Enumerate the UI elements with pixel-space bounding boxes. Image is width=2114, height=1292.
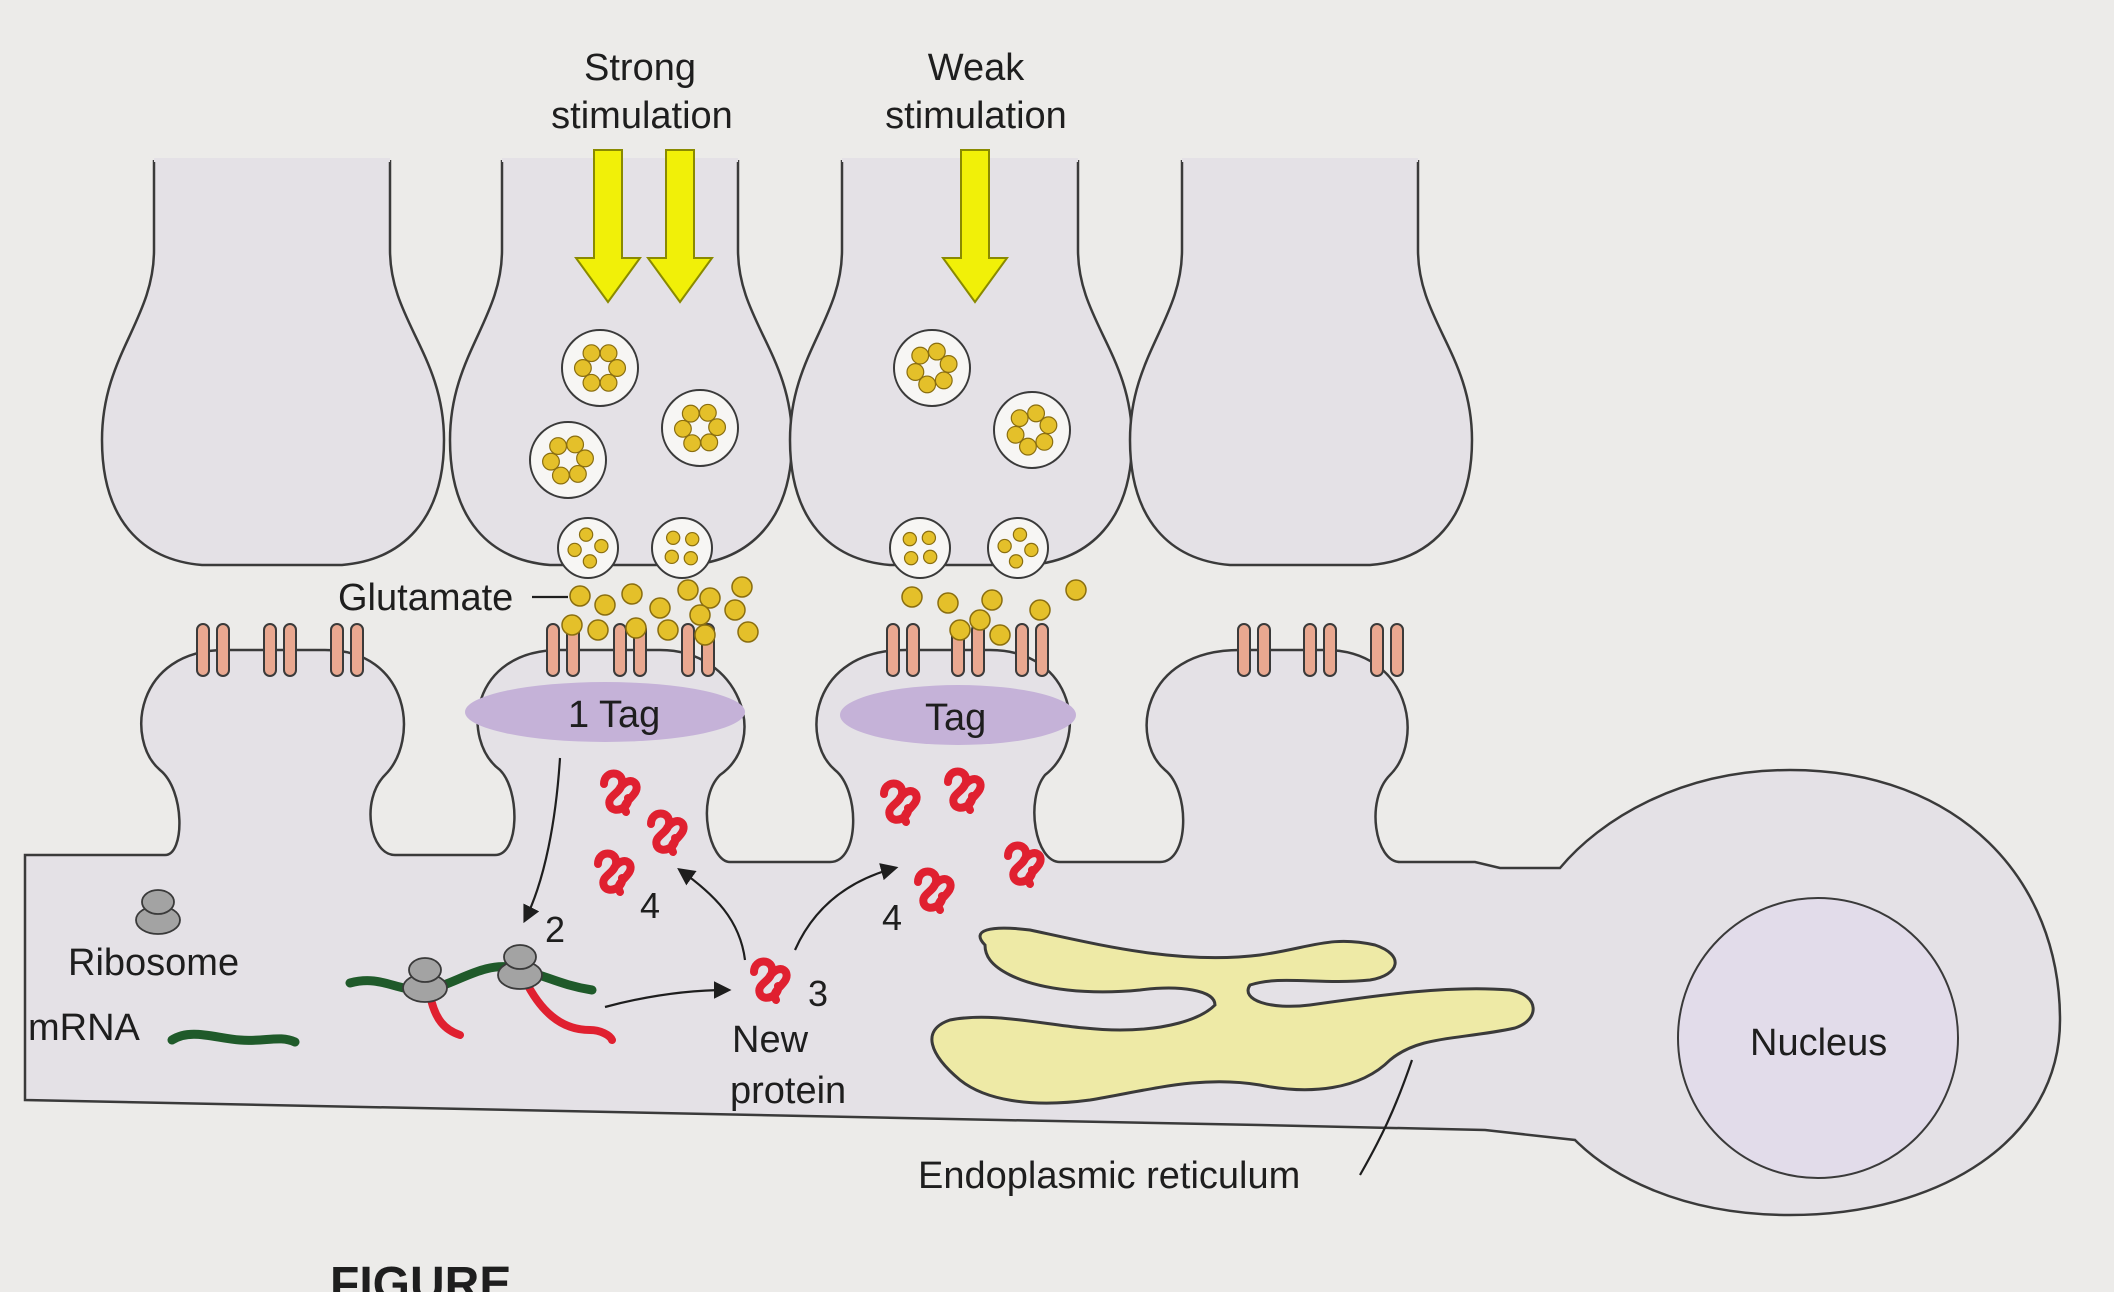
glutamate-molecule bbox=[989, 624, 1011, 646]
stimulation-arrow bbox=[646, 149, 714, 304]
terminal-4 bbox=[1128, 160, 1474, 567]
glutamate-molecule bbox=[969, 609, 991, 631]
tag-weak bbox=[840, 685, 1076, 745]
terminal-1 bbox=[100, 160, 446, 567]
endoplasmic-reticulum-label: Endoplasmic reticulum bbox=[918, 1155, 1300, 1197]
nucleus-label: Nucleus bbox=[1750, 1022, 1887, 1064]
glutamate-molecule bbox=[689, 604, 711, 626]
glutamate-receptor bbox=[1370, 623, 1404, 677]
stimulation-arrow bbox=[941, 149, 1009, 304]
glutamate-molecule bbox=[625, 617, 647, 639]
glutamate-molecule bbox=[724, 599, 746, 621]
glutamate-molecule bbox=[699, 587, 721, 609]
glutamate-molecule bbox=[569, 585, 591, 607]
synaptic-vesicle bbox=[889, 517, 951, 579]
weak-stimulation-line2: stimulation bbox=[885, 95, 1067, 137]
process-arrows bbox=[523, 595, 1414, 1176]
tag-weak-label: Tag bbox=[925, 697, 986, 739]
synaptic-vesicle bbox=[993, 391, 1071, 469]
mrna-legend-line bbox=[167, 1029, 300, 1047]
nucleus bbox=[1677, 897, 1959, 1179]
new-protein-line2: protein bbox=[730, 1070, 846, 1112]
glutamate-molecule bbox=[1029, 599, 1051, 621]
glutamate-molecule bbox=[587, 619, 609, 641]
mrna-label: mRNA bbox=[28, 1007, 141, 1049]
glutamate-molecule bbox=[737, 621, 759, 643]
synaptic-vesicle bbox=[987, 517, 1049, 579]
arrow-protein-to-right-spine bbox=[793, 863, 899, 951]
glutamate-molecule bbox=[901, 586, 923, 608]
strong-stimulation-line1: Strong bbox=[584, 47, 696, 89]
glutamate-molecule bbox=[649, 597, 671, 619]
endoplasmic-reticulum bbox=[930, 926, 1535, 1105]
weak-stimulation-line1: Weak bbox=[928, 47, 1025, 89]
tag-strong bbox=[465, 682, 745, 742]
glutamate-label: Glutamate bbox=[338, 577, 513, 619]
arrow-tag-to-ribosome bbox=[523, 757, 562, 924]
glutamate-molecule bbox=[1065, 579, 1087, 601]
synaptic-vesicle bbox=[651, 517, 713, 579]
glutamate-molecule bbox=[594, 594, 616, 616]
glutamate-molecule bbox=[621, 583, 643, 605]
glutamate-molecule bbox=[731, 576, 753, 598]
arrow-protein-to-left-spine bbox=[677, 867, 747, 961]
glutamate-molecule bbox=[937, 592, 959, 614]
synaptic-vesicle bbox=[557, 517, 619, 579]
ribosome-legend-icon bbox=[135, 889, 300, 1047]
step-4-right-label: 4 bbox=[882, 897, 902, 938]
glutamate-molecule bbox=[657, 619, 679, 641]
glutamate-molecule bbox=[561, 614, 583, 636]
glutamate-molecule bbox=[677, 579, 699, 601]
step-3-label: 3 bbox=[808, 973, 828, 1014]
synaptic-vesicle bbox=[529, 421, 607, 499]
step-2-label: 2 bbox=[545, 909, 565, 950]
step-4-left-label: 4 bbox=[640, 885, 660, 926]
tag-strong-label: 1 Tag bbox=[568, 694, 660, 736]
synaptic-vesicle bbox=[893, 329, 971, 407]
synaptic-vesicle bbox=[661, 389, 739, 467]
synaptic-vesicle bbox=[561, 329, 639, 407]
translation-complexes bbox=[345, 944, 616, 1044]
ribosome-label: Ribosome bbox=[68, 942, 239, 984]
stimulation-arrow bbox=[574, 149, 642, 304]
new-protein-line1: New bbox=[732, 1019, 809, 1061]
glutamate-molecule bbox=[949, 619, 971, 641]
glutamate-molecule bbox=[694, 624, 716, 646]
er-pointer bbox=[1359, 1059, 1414, 1176]
figure-caption: FIGURE bbox=[330, 1258, 511, 1292]
strong-stimulation-line2: stimulation bbox=[551, 95, 733, 137]
arrow-translation-to-protein bbox=[604, 981, 732, 1009]
glutamate-molecule bbox=[981, 589, 1003, 611]
